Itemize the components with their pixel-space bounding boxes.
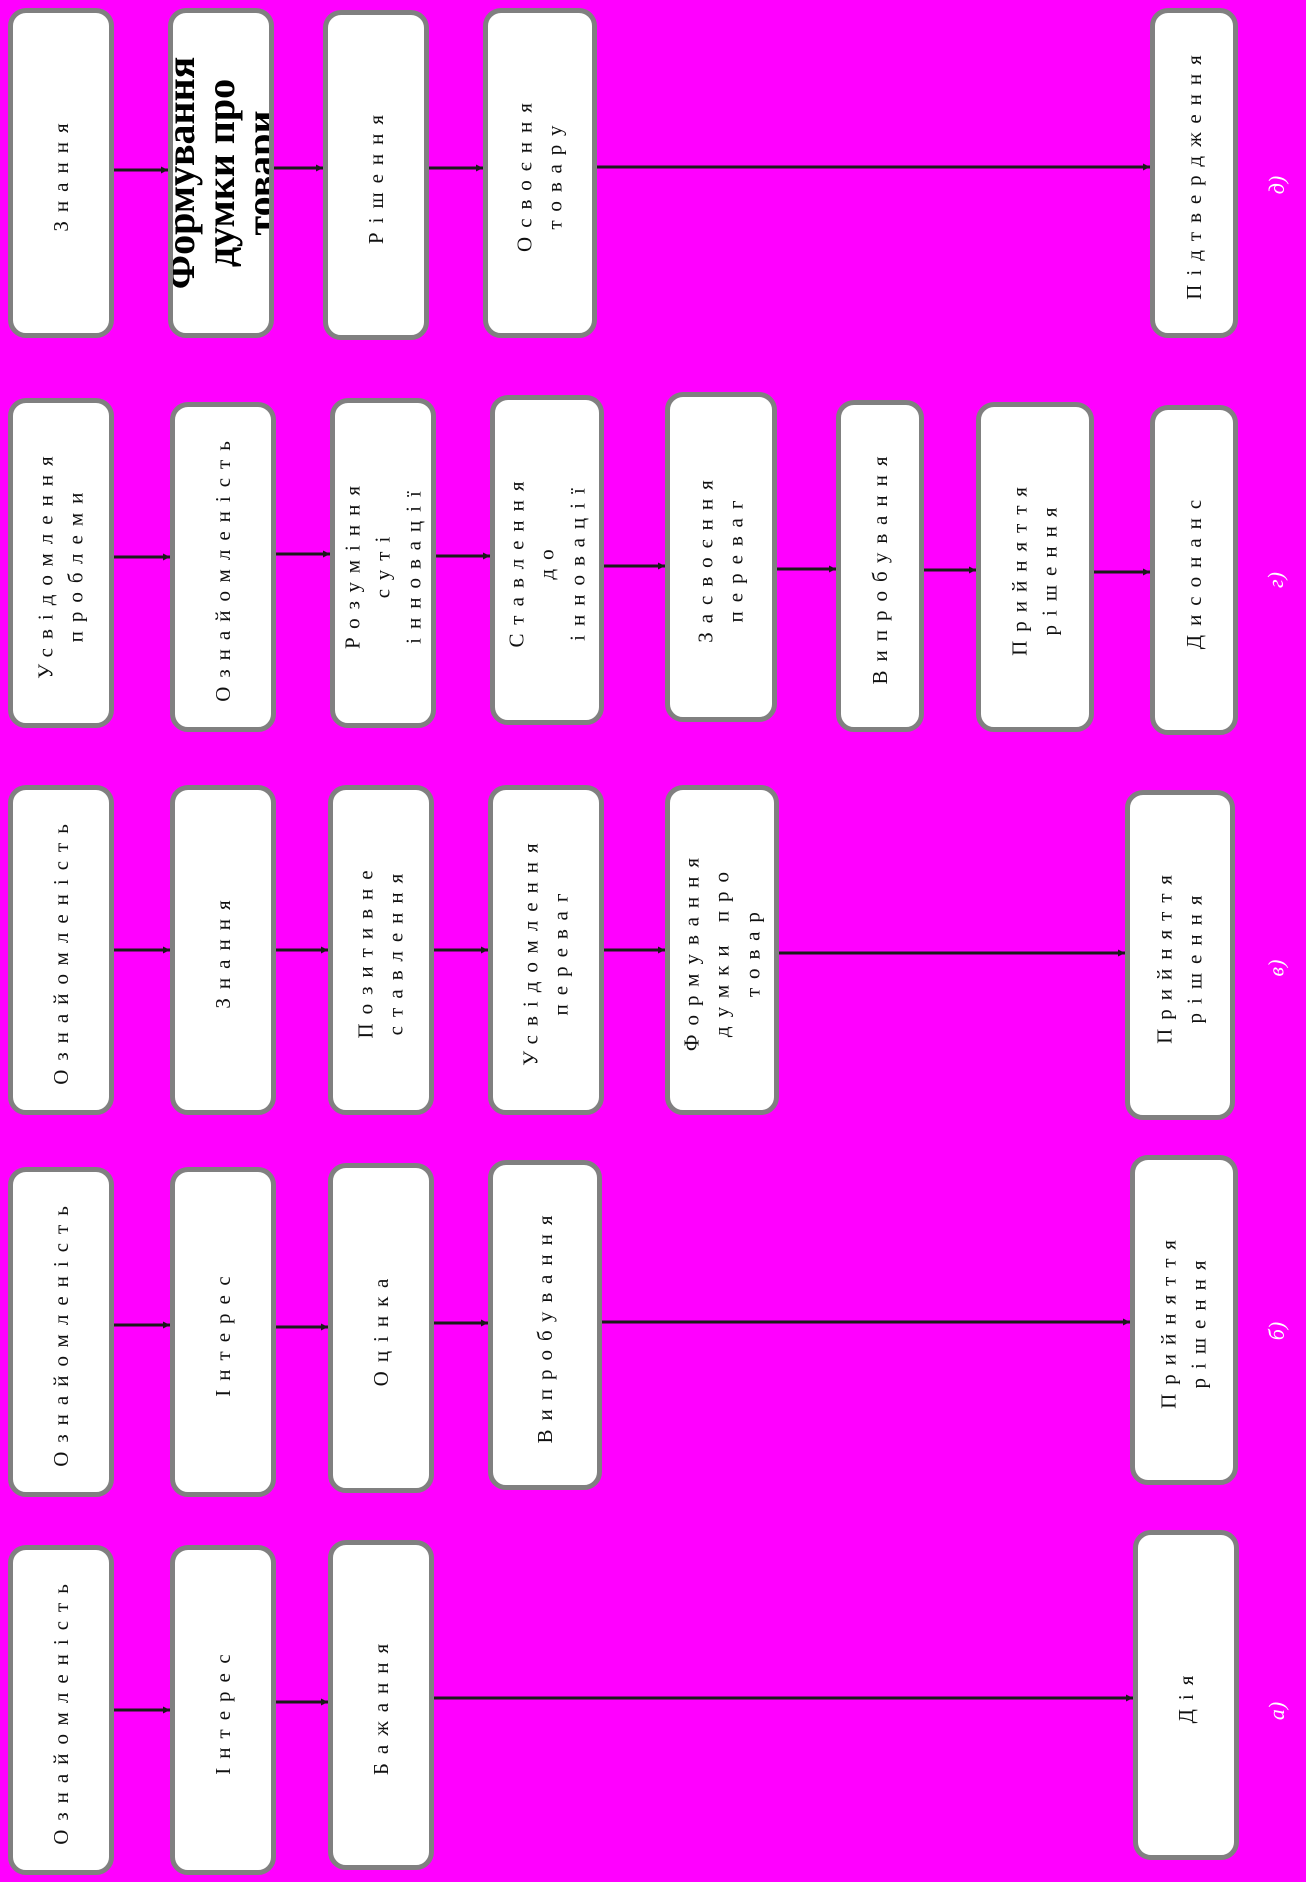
- box-b-awareness: Ознайомленість: [8, 1167, 114, 1497]
- box-e-forming-opinion: Формування думки про товари: [168, 8, 274, 338]
- box-d-assimilation: Засвоєння переваг: [665, 392, 777, 722]
- box-d-awareness: Ознайомленість: [170, 402, 276, 732]
- box-b-adoption: Прийняття рішення: [1130, 1155, 1238, 1485]
- box-d-understanding: Розуміння суті інновації: [330, 398, 436, 728]
- box-c-realizing-benefits: Усвідомлення переваг: [488, 785, 604, 1115]
- box-c-knowledge: Знання: [170, 785, 276, 1115]
- box-a-interest: Інтерес: [170, 1545, 276, 1875]
- box-d-trial: Випробування: [836, 400, 924, 732]
- box-c-forming-opinion: Формування думки про товар: [665, 785, 779, 1115]
- label-c: в): [1263, 959, 1289, 977]
- box-b-evaluation: Оцінка: [328, 1163, 434, 1493]
- box-e-knowledge: Знання: [8, 8, 114, 338]
- box-a-action: Дія: [1133, 1530, 1239, 1860]
- box-e-mastering: Освоєння товару: [483, 8, 597, 338]
- box-c-positive-attitude: Позитивне ставлення: [328, 785, 434, 1115]
- box-b-trial: Випробування: [488, 1160, 602, 1490]
- box-d-dissonance: Дисонанс: [1150, 405, 1238, 735]
- box-d-adoption: Прийняття рішення: [976, 402, 1094, 732]
- box-e-confirmation: Підтвердження: [1150, 8, 1238, 338]
- box-a-awareness: Ознайомленість: [8, 1545, 114, 1875]
- box-d-attitude: Ставлення до інновації: [490, 395, 604, 725]
- label-e: д): [1264, 175, 1290, 195]
- box-e-decision: Рішення: [323, 10, 429, 340]
- box-c-adoption: Прийняття рішення: [1125, 790, 1235, 1120]
- label-d: г): [1262, 572, 1288, 588]
- label-a: а): [1264, 1701, 1290, 1721]
- box-c-awareness: Ознайомленість: [8, 785, 114, 1115]
- box-d-problem-awareness: Усвідомлення проблеми: [8, 398, 114, 728]
- label-b: б): [1264, 1321, 1290, 1341]
- box-a-desire: Бажання: [328, 1540, 434, 1870]
- box-b-interest: Інтерес: [170, 1167, 276, 1497]
